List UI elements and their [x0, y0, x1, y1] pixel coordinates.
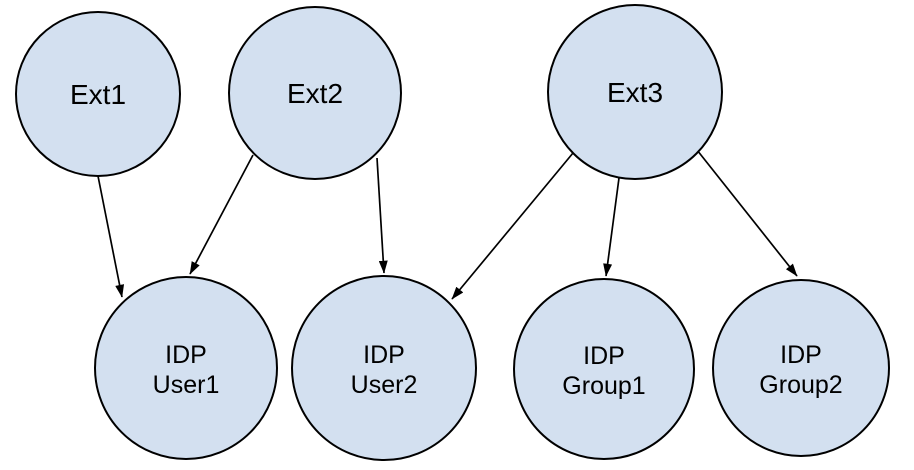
node-ext3: Ext3: [547, 4, 723, 180]
node-label-ext3: Ext3: [607, 77, 663, 108]
node-circle-idp-user1: [94, 276, 278, 460]
node-circle-idp-user2: [291, 275, 477, 461]
node-label-ext1: Ext1: [70, 79, 126, 110]
node-ext2: Ext2: [228, 6, 402, 180]
edge-ext1-to-idp-user1: [97, 175, 125, 298]
node-circle-idp-group1: [513, 278, 695, 460]
edge-ext3-to-idp-group1: [603, 177, 620, 277]
node-label-ext2: Ext2: [287, 78, 343, 109]
edge-ext3-to-idp-user2: [451, 152, 574, 300]
edge-ext2-to-idp-user2: [376, 157, 388, 274]
node-circle-ext2: [228, 6, 402, 180]
node-circle-ext3: [547, 4, 723, 180]
edge-ext3-to-idp-group2: [696, 149, 798, 277]
edge-ext2-to-idp-user1: [189, 154, 254, 275]
node-circle-idp-group2: [712, 279, 890, 457]
node-circle-ext1: [15, 11, 181, 177]
node-ext1: Ext1: [15, 11, 181, 177]
